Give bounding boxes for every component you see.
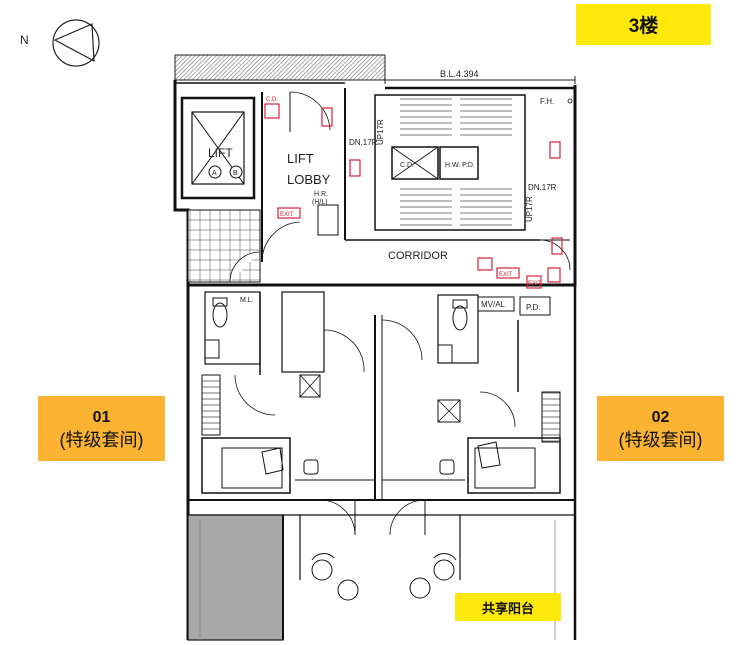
exit-sign-3: EXIT [528,281,542,287]
exit-sign-2: EXIT [499,272,513,278]
corridor-label: CORRIDOR [388,250,448,262]
lift-label: LIFT [208,146,233,160]
compass-icon: N [20,19,100,67]
unit-01-number: 01 [92,408,111,426]
unit-02-type: (特级套间) [618,429,703,450]
mv-al-label: MV/AL [481,300,506,309]
unit-divider [374,315,383,500]
floor-label: 3楼 [628,16,659,37]
hose-reel-label: H.R. [314,191,328,198]
unit-01-plan: M.L. [201,291,375,536]
pd-label: P.D. [526,303,541,312]
dimension-line: B.L.4.394 [384,69,576,84]
floor-badge: 3楼 [576,4,711,45]
lift-b-label: B [233,170,238,177]
stair-up17r-left: UP17R [376,119,385,145]
corridor: CORRIDOR [345,239,571,271]
stair-dn17r-left: DN.17R [349,138,378,147]
fire-equipment-markers: C.D. EXIT EXIT EXIT [264,97,563,289]
stair-up17r-right: UP17R [525,196,534,222]
balcony-label: 共享阳台 [481,600,534,616]
unit-01-type: (特级套间) [59,429,144,450]
fire-hydrant-label: F.H. [540,97,554,106]
cd-label-stair: C.D. [400,162,414,169]
stairwell: C.D. H.W. P.D. DN.17R UP17R DN.17R UP17R… [349,94,573,231]
lift-lobby: LIFT LOBBY H.R. (H/L) [261,88,346,263]
lift-lobby-label-1: LIFT [287,151,314,166]
unit-02-badge: 02 (特级套间) [597,396,724,461]
tiled-area [187,209,261,283]
lift-lobby-label-2: LOBBY [287,172,331,187]
lift-shaft: LIFT A B [180,96,256,200]
dimension-label: B.L.4.394 [440,69,479,79]
exit-sign-1: EXIT [280,212,294,218]
compass-north-label: N [20,33,29,47]
unit-02-number: 02 [651,408,670,426]
balcony-badge: 共享阳台 [455,593,561,621]
roof-strip [174,54,386,81]
unit-01-badge: 01 (特级套间) [38,396,165,461]
hw-pd-label: H.W. P.D. [445,162,475,169]
lift-a-label: A [212,170,217,177]
hose-reel-sub-label: (H/L) [312,199,328,206]
stair-dn17r-right: DN.17R [528,183,557,192]
cd-label-lobby: C.D. [266,97,278,103]
unit-02-plan: MV/AL P.D. [381,294,561,536]
ml-label: M.L. [240,297,254,304]
shared-balcony [187,514,576,641]
